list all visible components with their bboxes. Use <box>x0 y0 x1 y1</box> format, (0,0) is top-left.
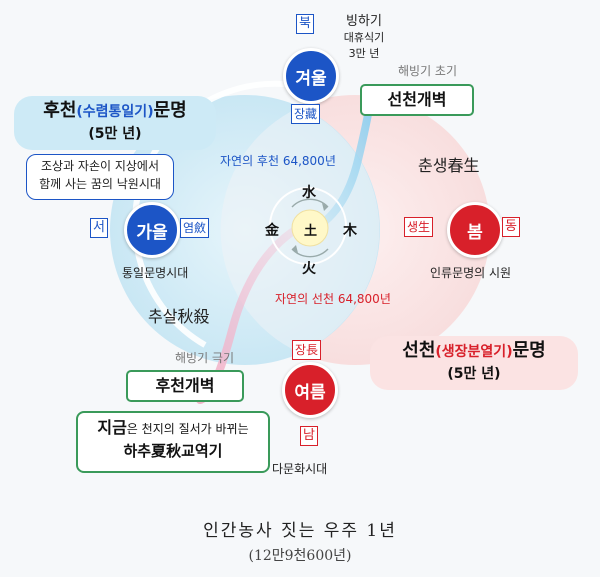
spring-growth-label: 춘생春生 <box>418 156 480 175</box>
rotation-arrow-top <box>291 198 329 208</box>
season-autumn[interactable]: 가을 <box>124 202 180 258</box>
phase-winter: 장藏 <box>291 104 321 124</box>
early-heaven-nature-label: 자연의 선천 64,800년 <box>275 292 391 306</box>
footer-subtitle: (12만9천600년) <box>248 548 352 564</box>
multicultural-era-label: 다문화시대 <box>272 462 328 476</box>
season-spring[interactable]: 봄 <box>447 202 503 258</box>
later-gaebyeok-box: 후천개벽 <box>126 370 244 402</box>
element-water: 水 <box>302 185 316 201</box>
early-gaebyeok-box: 선천개벽 <box>360 84 474 116</box>
center-ring <box>269 187 347 265</box>
rotation-arrowhead-bottom <box>292 245 298 253</box>
rotation-arrow-bottom <box>291 248 329 258</box>
element-metal: 金 <box>265 223 279 239</box>
direction-east: 동 <box>502 217 520 237</box>
direction-west: 서 <box>90 218 108 238</box>
now-transition-note: 지금은 천지의 질서가 바뀌는 하추夏秋교역기 <box>76 411 270 473</box>
footer-title: 인간농사 짓는 우주 1년 <box>203 521 397 541</box>
late-thaw-label: 해빙기 극기 <box>175 351 235 365</box>
phase-summer: 장長 <box>292 340 322 360</box>
civilization-start-label: 인류문명의 시원 <box>430 266 512 280</box>
element-wood: 木 <box>343 223 357 239</box>
later-civilization-panel: 후천(수렴통일기)문명 (5만 년) <box>14 96 216 150</box>
phase-autumn: 염斂 <box>180 218 210 238</box>
direction-north: 북 <box>296 14 314 34</box>
element-fire: 火 <box>302 261 316 277</box>
earth-center <box>291 209 329 247</box>
early-thaw-label: 해빙기 초기 <box>398 64 458 78</box>
paradise-note: 조상과 자손이 지상에서 함께 사는 꿈의 낙원시대 <box>26 154 174 200</box>
phase-spring: 생生 <box>404 217 434 237</box>
unification-era-label: 통일문명시대 <box>122 266 189 280</box>
ice-age-label: 빙하기 대휴식기 3만 년 <box>343 14 385 60</box>
later-heaven-nature-label: 자연의 후천 64,800년 <box>220 154 336 168</box>
element-earth: 土 <box>304 224 318 239</box>
autumn-kill-label: 추살秋殺 <box>148 307 210 326</box>
early-civilization-panel: 선천(생장분열기)문명 (5만 년) <box>370 336 578 390</box>
rotation-arrowhead-top <box>322 203 328 211</box>
season-winter[interactable]: 겨울 <box>283 48 339 104</box>
season-summer[interactable]: 여름 <box>282 362 338 418</box>
direction-south: 남 <box>300 426 318 446</box>
